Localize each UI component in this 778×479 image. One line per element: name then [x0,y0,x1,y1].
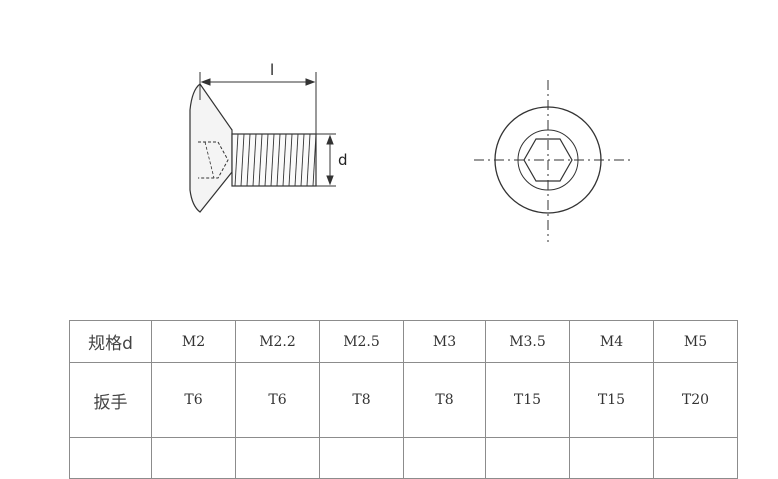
size-cell: M2 [151,320,236,363]
wrench-cell: T6 [151,362,236,438]
size-cell: M2.5 [319,320,404,363]
wrench-cell: T15 [485,362,570,438]
empty-cell [485,437,570,479]
size-cell: M4 [569,320,654,363]
empty-cell [569,437,654,479]
screw-top-view [474,80,630,242]
size-cell: M5 [653,320,738,363]
size-header: 规格d [69,320,152,363]
empty-cell [151,437,236,479]
wrench-header: 扳手 [69,362,152,438]
empty-cell [69,437,152,479]
empty-row [69,437,738,479]
wrench-cell: T8 [403,362,486,438]
wrench-cell: T15 [569,362,654,438]
wrench-row: 扳手 T6 T6 T8 T8 T15 T15 T20 [69,362,738,438]
length-dimension [199,72,317,134]
size-cell: M2.2 [235,320,320,363]
screw-side-view [189,83,317,213]
size-cell: M3.5 [485,320,570,363]
wrench-cell: T20 [653,362,738,438]
size-row: 规格d M2 M2.2 M2.5 M3 M3.5 M4 M5 [69,320,738,363]
empty-cell [235,437,320,479]
diameter-label: d [338,151,348,169]
wrench-cell: T8 [319,362,404,438]
empty-cell [403,437,486,479]
screw-technical-drawing: l d [189,61,630,242]
spec-table: 规格d M2 M2.2 M2.5 M3 M3.5 M4 M5 扳手 T6 T6 … [69,320,738,479]
size-cell: M3 [403,320,486,363]
length-label: l [270,61,274,79]
empty-cell [319,437,404,479]
diameter-dimension [316,133,336,187]
empty-cell [653,437,738,479]
wrench-cell: T6 [235,362,320,438]
